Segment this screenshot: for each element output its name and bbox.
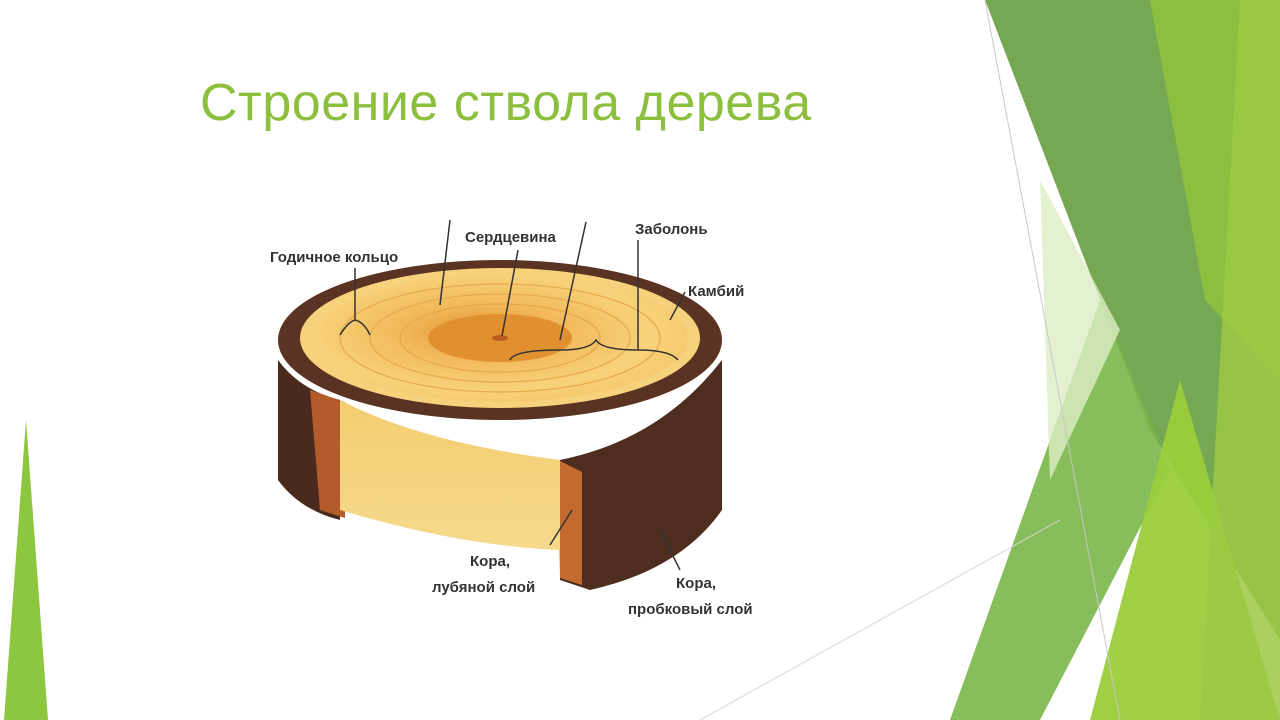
bark-bast-right <box>558 460 582 585</box>
label-sapwood: Заболонь <box>635 221 708 238</box>
label-pith: Сердцевина <box>465 229 557 246</box>
leader-annual-ring <box>339 268 371 336</box>
bark-bast-left <box>310 390 345 518</box>
label-bark-cork-2: пробковый слой <box>628 601 753 618</box>
annual-ring-3 <box>399 303 601 373</box>
label-bark-bast-2: лубяной слой <box>432 579 535 596</box>
slide-title: Строение ствола дерева <box>200 74 812 132</box>
pith <box>492 335 508 341</box>
label-bark-bast-1: Кора, <box>470 553 510 570</box>
label-bark-cork-1: Кора, <box>676 575 716 592</box>
leader-pith <box>501 249 519 337</box>
leader-bark-cork <box>659 529 681 571</box>
bark-right-side <box>560 360 722 590</box>
leader-cambium <box>669 291 686 321</box>
deco-thin-line <box>984 0 1121 720</box>
leader-lines <box>339 219 686 571</box>
annual-ring-1 <box>339 283 661 393</box>
leader-heart <box>439 219 451 306</box>
wood-side <box>340 400 560 550</box>
deco-thin-line-2 <box>699 519 1061 720</box>
leader-sapwood <box>509 240 679 361</box>
deco-triangle-left <box>4 420 48 720</box>
deco-triangle-pale <box>1040 180 1120 480</box>
annual-ring-2 <box>369 293 631 383</box>
deco-triangle-right-edge <box>1200 0 1280 720</box>
trunk-diagram: Годичное кольцо Сердцевина Заболонь Камб… <box>270 219 753 618</box>
label-cambium: Камбий <box>688 283 744 300</box>
deco-triangle-mid <box>950 300 1170 720</box>
leader-bark-bast <box>549 509 573 546</box>
label-annual-ring: Годичное кольцо <box>270 249 398 266</box>
leader-pith-2 <box>559 221 587 341</box>
